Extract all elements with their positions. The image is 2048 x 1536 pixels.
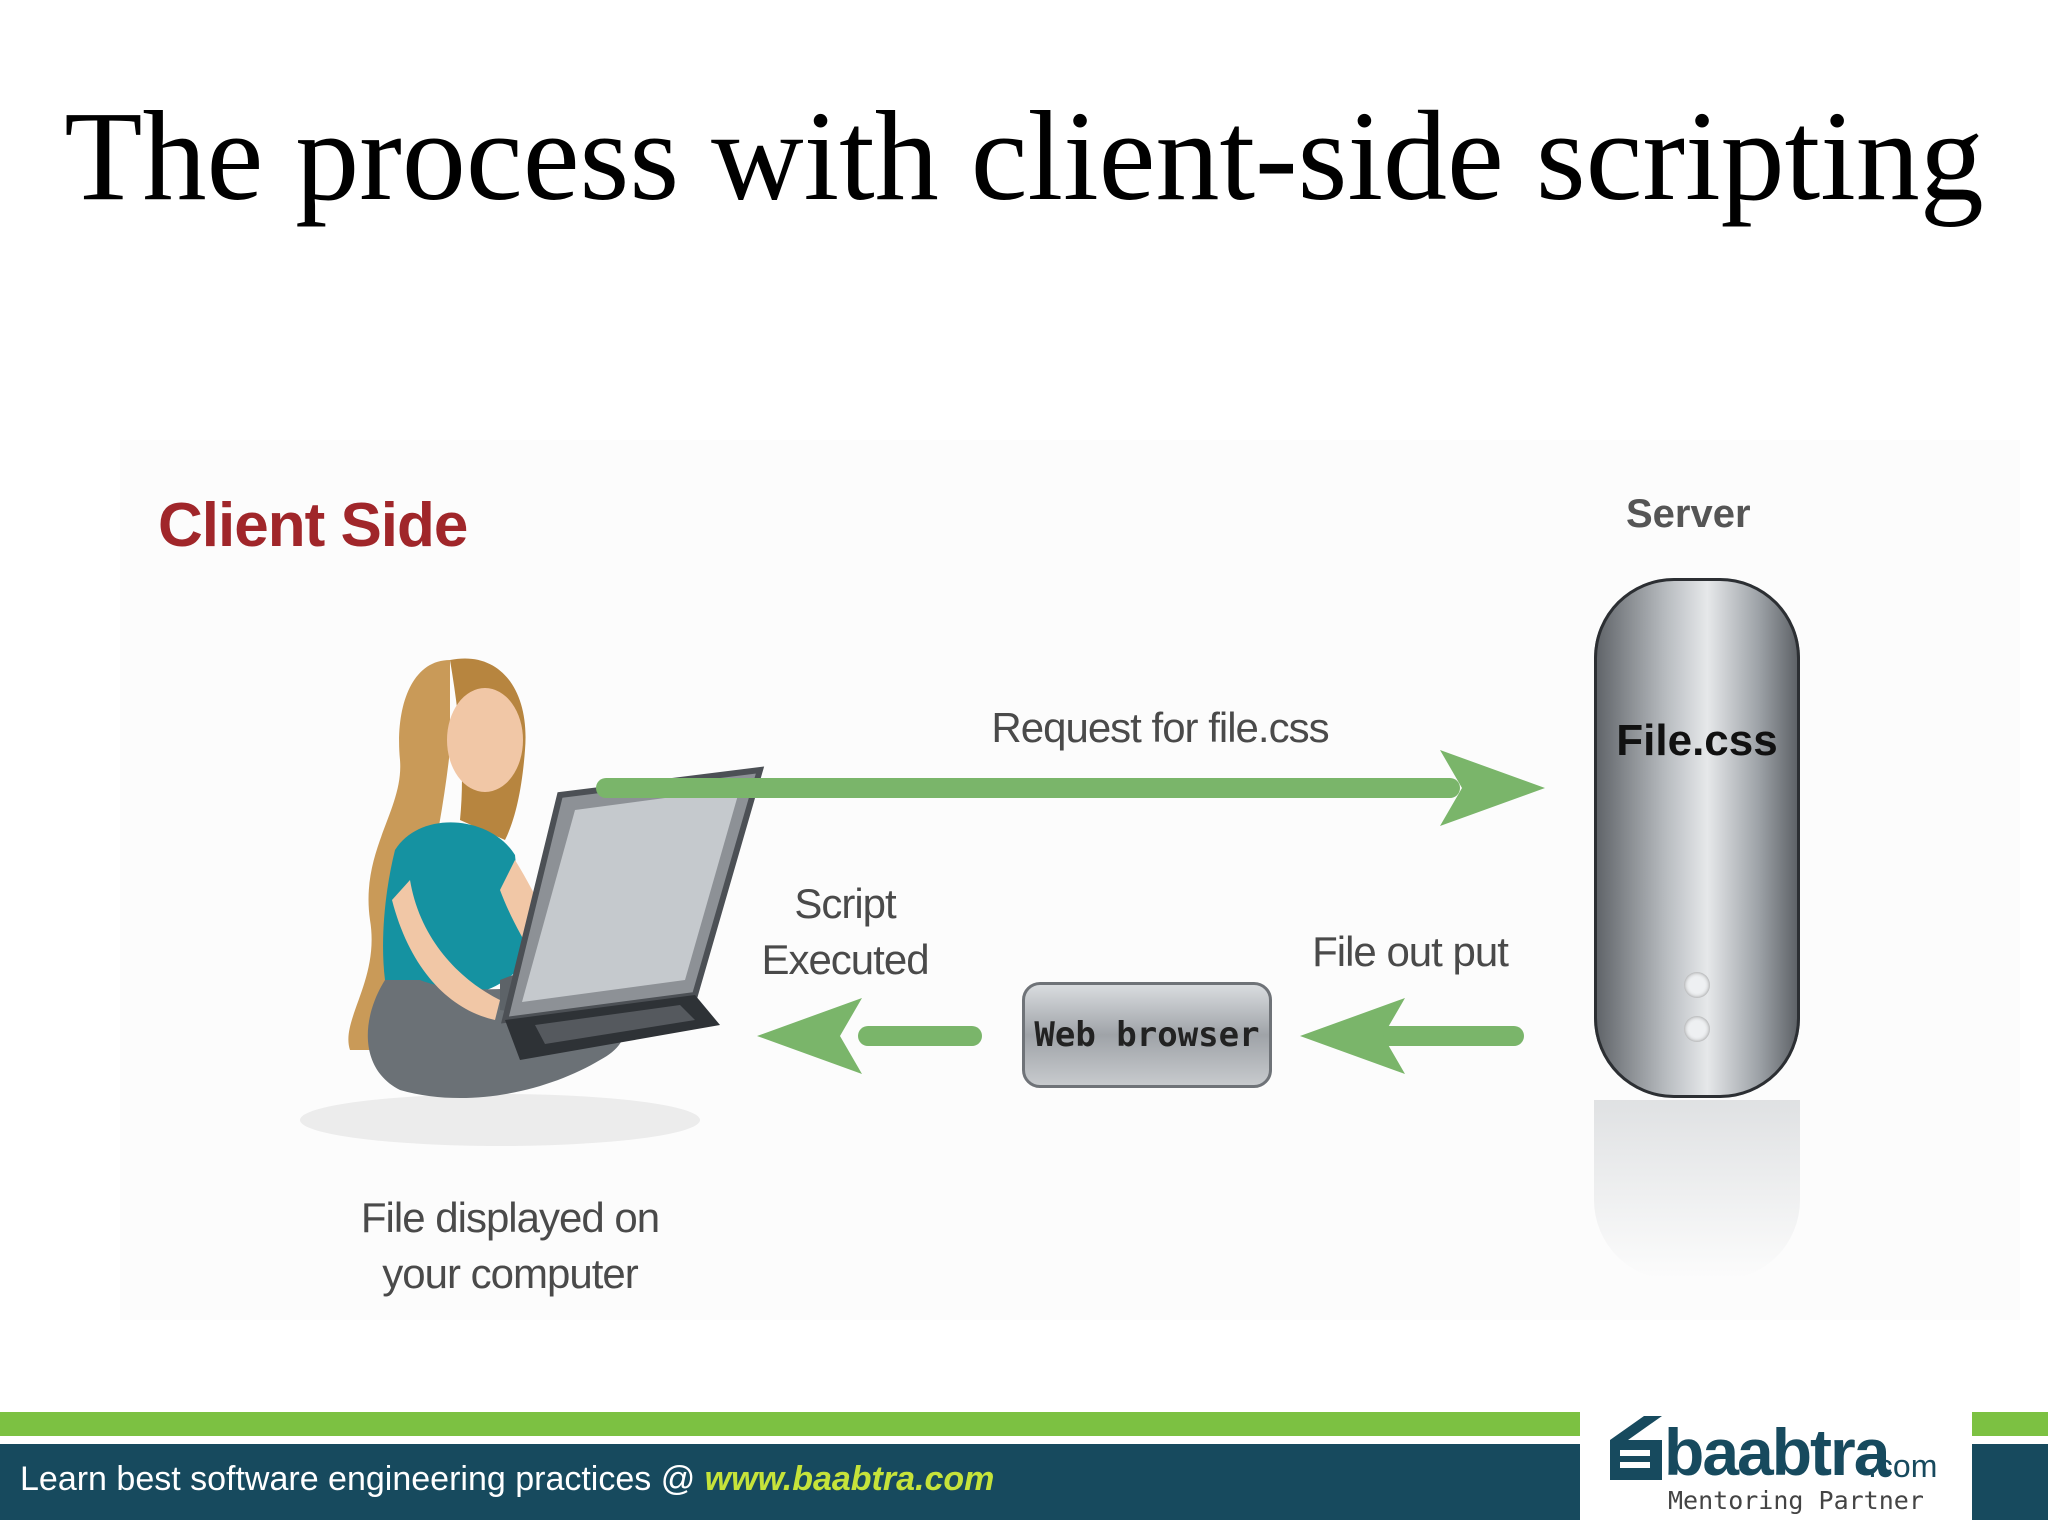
client-side-label: Client Side — [158, 491, 468, 560]
request-arrow-head — [1440, 750, 1545, 826]
script-executed-label: Script Executed — [740, 876, 950, 988]
script-label-line2: Executed — [761, 936, 929, 983]
displayed-label-line2: your computer — [382, 1250, 638, 1297]
footer-text: Learn best software engineering practice… — [20, 1460, 994, 1499]
footer-bar-right — [1972, 1444, 2048, 1520]
request-arrow-shaft — [596, 778, 1460, 798]
footer-url-link[interactable]: www.baabtra.com — [704, 1460, 995, 1498]
web-browser-box: Web browser — [1022, 982, 1272, 1088]
output-arrow-head — [1300, 998, 1405, 1074]
server-led-icon — [1684, 1016, 1710, 1042]
logo-wordmark: baabtra — [1664, 1415, 1890, 1489]
footer-message: Learn best software engineering practice… — [20, 1460, 705, 1498]
baabtra-logo-icon — [1610, 1416, 1662, 1480]
script-arrow-shaft — [858, 1026, 982, 1046]
footer-bar — [0, 1444, 1580, 1520]
displayed-label-line1: File displayed on — [360, 1194, 660, 1241]
server-led-icon — [1684, 972, 1710, 998]
logo-domain: .com — [1868, 1448, 1938, 1484]
script-label-line1: Script — [794, 880, 896, 927]
footer-accent-stripe-right — [1972, 1412, 2048, 1436]
server-file-label: File.css — [1616, 716, 1778, 765]
slide-title: The process with client-side scripting — [64, 85, 1984, 227]
file-output-label: File out put — [1312, 928, 1509, 975]
request-label: Request for file.css — [991, 704, 1329, 751]
server-reflection — [1594, 1100, 1800, 1280]
server-label: Server — [1626, 492, 1751, 536]
person-with-laptop-illustration — [300, 658, 765, 1146]
script-arrow-head — [757, 998, 862, 1074]
footer-accent-stripe — [0, 1412, 1580, 1436]
file-displayed-label: File displayed on your computer — [330, 1190, 690, 1302]
output-arrow-shaft — [1352, 1026, 1524, 1046]
logo-tagline: Mentoring Partner — [1668, 1486, 1924, 1515]
server-tower-icon — [1594, 578, 1800, 1098]
